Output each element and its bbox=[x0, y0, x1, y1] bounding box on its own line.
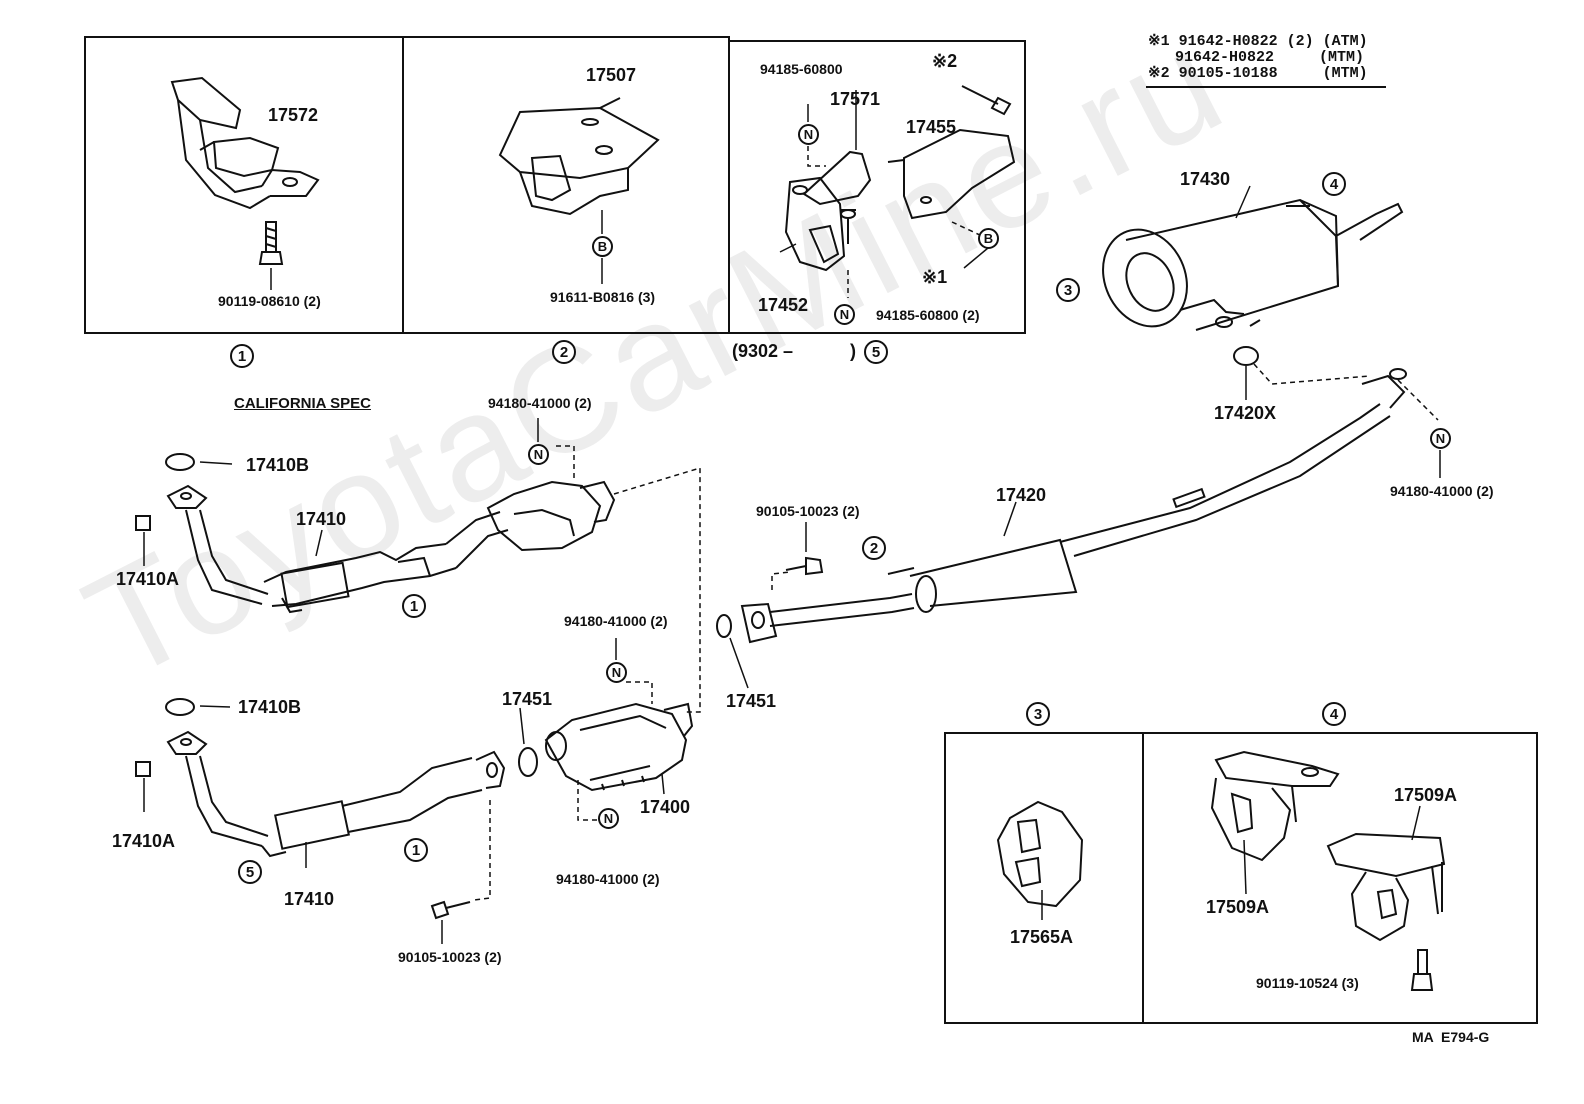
inset-frame-1 bbox=[84, 36, 404, 334]
part-94180-41000-muffler: 94180-41000 (2) bbox=[1390, 483, 1494, 499]
mount-17507-drawing bbox=[500, 98, 658, 214]
bolt-90105-center-drawing bbox=[786, 558, 822, 574]
part-94180-41000-federal-top: 94180-41000 (2) bbox=[564, 613, 668, 629]
ref-circle-1-federal: 1 bbox=[404, 838, 428, 862]
part-91611-b0816: 91611-B0816 (3) bbox=[550, 289, 656, 305]
part-17572: 17572 bbox=[268, 105, 319, 125]
part-17410a-federal: 17410A bbox=[112, 831, 176, 851]
bolt-90105-federal-drawing bbox=[432, 902, 470, 918]
legend-line-2: 91642-H0822 (MTM) bbox=[1148, 49, 1365, 66]
part-17507: 17507 bbox=[586, 65, 637, 85]
gasket-17451-federal-drawing bbox=[519, 748, 537, 776]
part-94180-41000-california: 94180-41000 (2) bbox=[488, 395, 592, 411]
flange-center-drawing bbox=[742, 604, 776, 642]
part-17410-federal: 17410 bbox=[284, 889, 335, 909]
part-94185-60800-top: 94185-60800 bbox=[760, 61, 843, 77]
legend: ※1 91642-H0822 (2) (ATM) 91642-H0822 (MT… bbox=[1148, 34, 1368, 82]
ref-circle-4-hanger: 4 bbox=[1322, 702, 1346, 726]
front-pipe-california-drawing bbox=[166, 454, 614, 612]
bolt-90119-10524-drawing bbox=[1412, 950, 1432, 990]
part-94185-60800-bottom: 94185-60800 (2) bbox=[876, 307, 980, 323]
legend-line-3: ※2 90105-10188 (MTM) bbox=[1148, 65, 1368, 82]
ref-circle-1-top: 1 bbox=[230, 344, 254, 368]
ref-circle-4-muffler: 4 bbox=[1322, 172, 1346, 196]
part-17565a: 17565A bbox=[1010, 927, 1074, 947]
ref-circle-5-top: 5 bbox=[864, 340, 888, 364]
inset-frame-3 bbox=[728, 40, 1026, 334]
part-90119-10524: 90119-10524 (3) bbox=[1256, 975, 1359, 991]
ref-circle-3-hanger: 3 bbox=[1026, 702, 1050, 726]
part-17509a-right: 17509A bbox=[1394, 785, 1458, 805]
california-spec-title: CALIFORNIA SPEC bbox=[234, 395, 371, 412]
part-17509a-left: 17509A bbox=[1206, 897, 1270, 917]
mount-17509a-right-drawing bbox=[1328, 834, 1444, 940]
part-17400: 17400 bbox=[640, 797, 691, 817]
marker-n-california: N bbox=[528, 444, 549, 465]
part-17451-center: 17451 bbox=[726, 691, 777, 711]
star-2-marker: ※2 bbox=[932, 51, 958, 71]
mount-17509a-left-drawing bbox=[1212, 752, 1338, 860]
marker-b-inset3: B bbox=[978, 228, 999, 249]
part-17420: 17420 bbox=[996, 485, 1047, 505]
bracket-17455-drawing bbox=[888, 130, 1014, 218]
front-pipe-federal-drawing bbox=[166, 699, 504, 856]
ref-circle-2-top: 2 bbox=[552, 340, 576, 364]
part-94180-41000-federal-bottom: 94180-41000 (2) bbox=[556, 871, 660, 887]
diagram-code: MA E794-G bbox=[1412, 1029, 1490, 1045]
ref-circle-3-muffler: 3 bbox=[1056, 278, 1080, 302]
part-17455: 17455 bbox=[906, 117, 957, 137]
part-17571: 17571 bbox=[830, 89, 881, 109]
nut-17410a-federal-drawing bbox=[136, 762, 150, 776]
part-17410-california: 17410 bbox=[296, 509, 347, 529]
part-17410b-federal: 17410B bbox=[238, 697, 302, 717]
marker-n-inset3-bottom: N bbox=[834, 304, 855, 325]
part-90105-10023-center: 90105-10023 (2) bbox=[756, 503, 860, 519]
bolt-star2-drawing bbox=[962, 86, 1010, 114]
center-pipe-17420-drawing bbox=[770, 369, 1406, 626]
bolt-90119-08610-drawing bbox=[260, 222, 282, 264]
ref-circle-5-federal: 5 bbox=[238, 860, 262, 884]
part-17420x: 17420X bbox=[1214, 403, 1277, 423]
gasket-17420x-drawing bbox=[1234, 347, 1258, 365]
hanger-17571-drawing bbox=[786, 152, 870, 270]
marker-n-inset3-top: N bbox=[798, 124, 819, 145]
date-range-start: (9302 – bbox=[732, 341, 794, 361]
part-90105-10023-federal: 90105-10023 (2) bbox=[398, 949, 502, 965]
part-17410b-california: 17410B bbox=[246, 455, 310, 475]
part-90119-08610: 90119-08610 (2) bbox=[218, 293, 321, 309]
ref-circle-1-california: 1 bbox=[402, 594, 426, 618]
part-17452: 17452 bbox=[758, 295, 809, 315]
marker-n-federal-bottom: N bbox=[598, 808, 619, 829]
part-17430: 17430 bbox=[1180, 169, 1231, 189]
marker-b-inset2: B bbox=[592, 236, 613, 257]
legend-underline bbox=[1146, 86, 1386, 88]
inset-frame-4 bbox=[944, 732, 1144, 1024]
star-1-marker: ※1 bbox=[922, 267, 948, 287]
muffler-17430-drawing bbox=[1088, 200, 1402, 340]
nut-17410a-california-drawing bbox=[136, 516, 150, 530]
ring-17565a-drawing bbox=[998, 802, 1082, 906]
gasket-17451-center-drawing bbox=[717, 615, 731, 637]
part-17451-federal: 17451 bbox=[502, 689, 553, 709]
legend-line-1: ※1 91642-H0822 (2) (ATM) bbox=[1148, 33, 1368, 50]
bracket-17572-drawing bbox=[172, 78, 318, 208]
marker-n-federal-top: N bbox=[606, 662, 627, 683]
inset-frame-5 bbox=[1142, 732, 1538, 1024]
ref-circle-2-center: 2 bbox=[862, 536, 886, 560]
converter-17400-drawing bbox=[546, 704, 692, 790]
marker-n-muffler: N bbox=[1430, 428, 1451, 449]
part-17410a-california: 17410A bbox=[116, 569, 180, 589]
date-range-end: ) bbox=[850, 341, 856, 361]
